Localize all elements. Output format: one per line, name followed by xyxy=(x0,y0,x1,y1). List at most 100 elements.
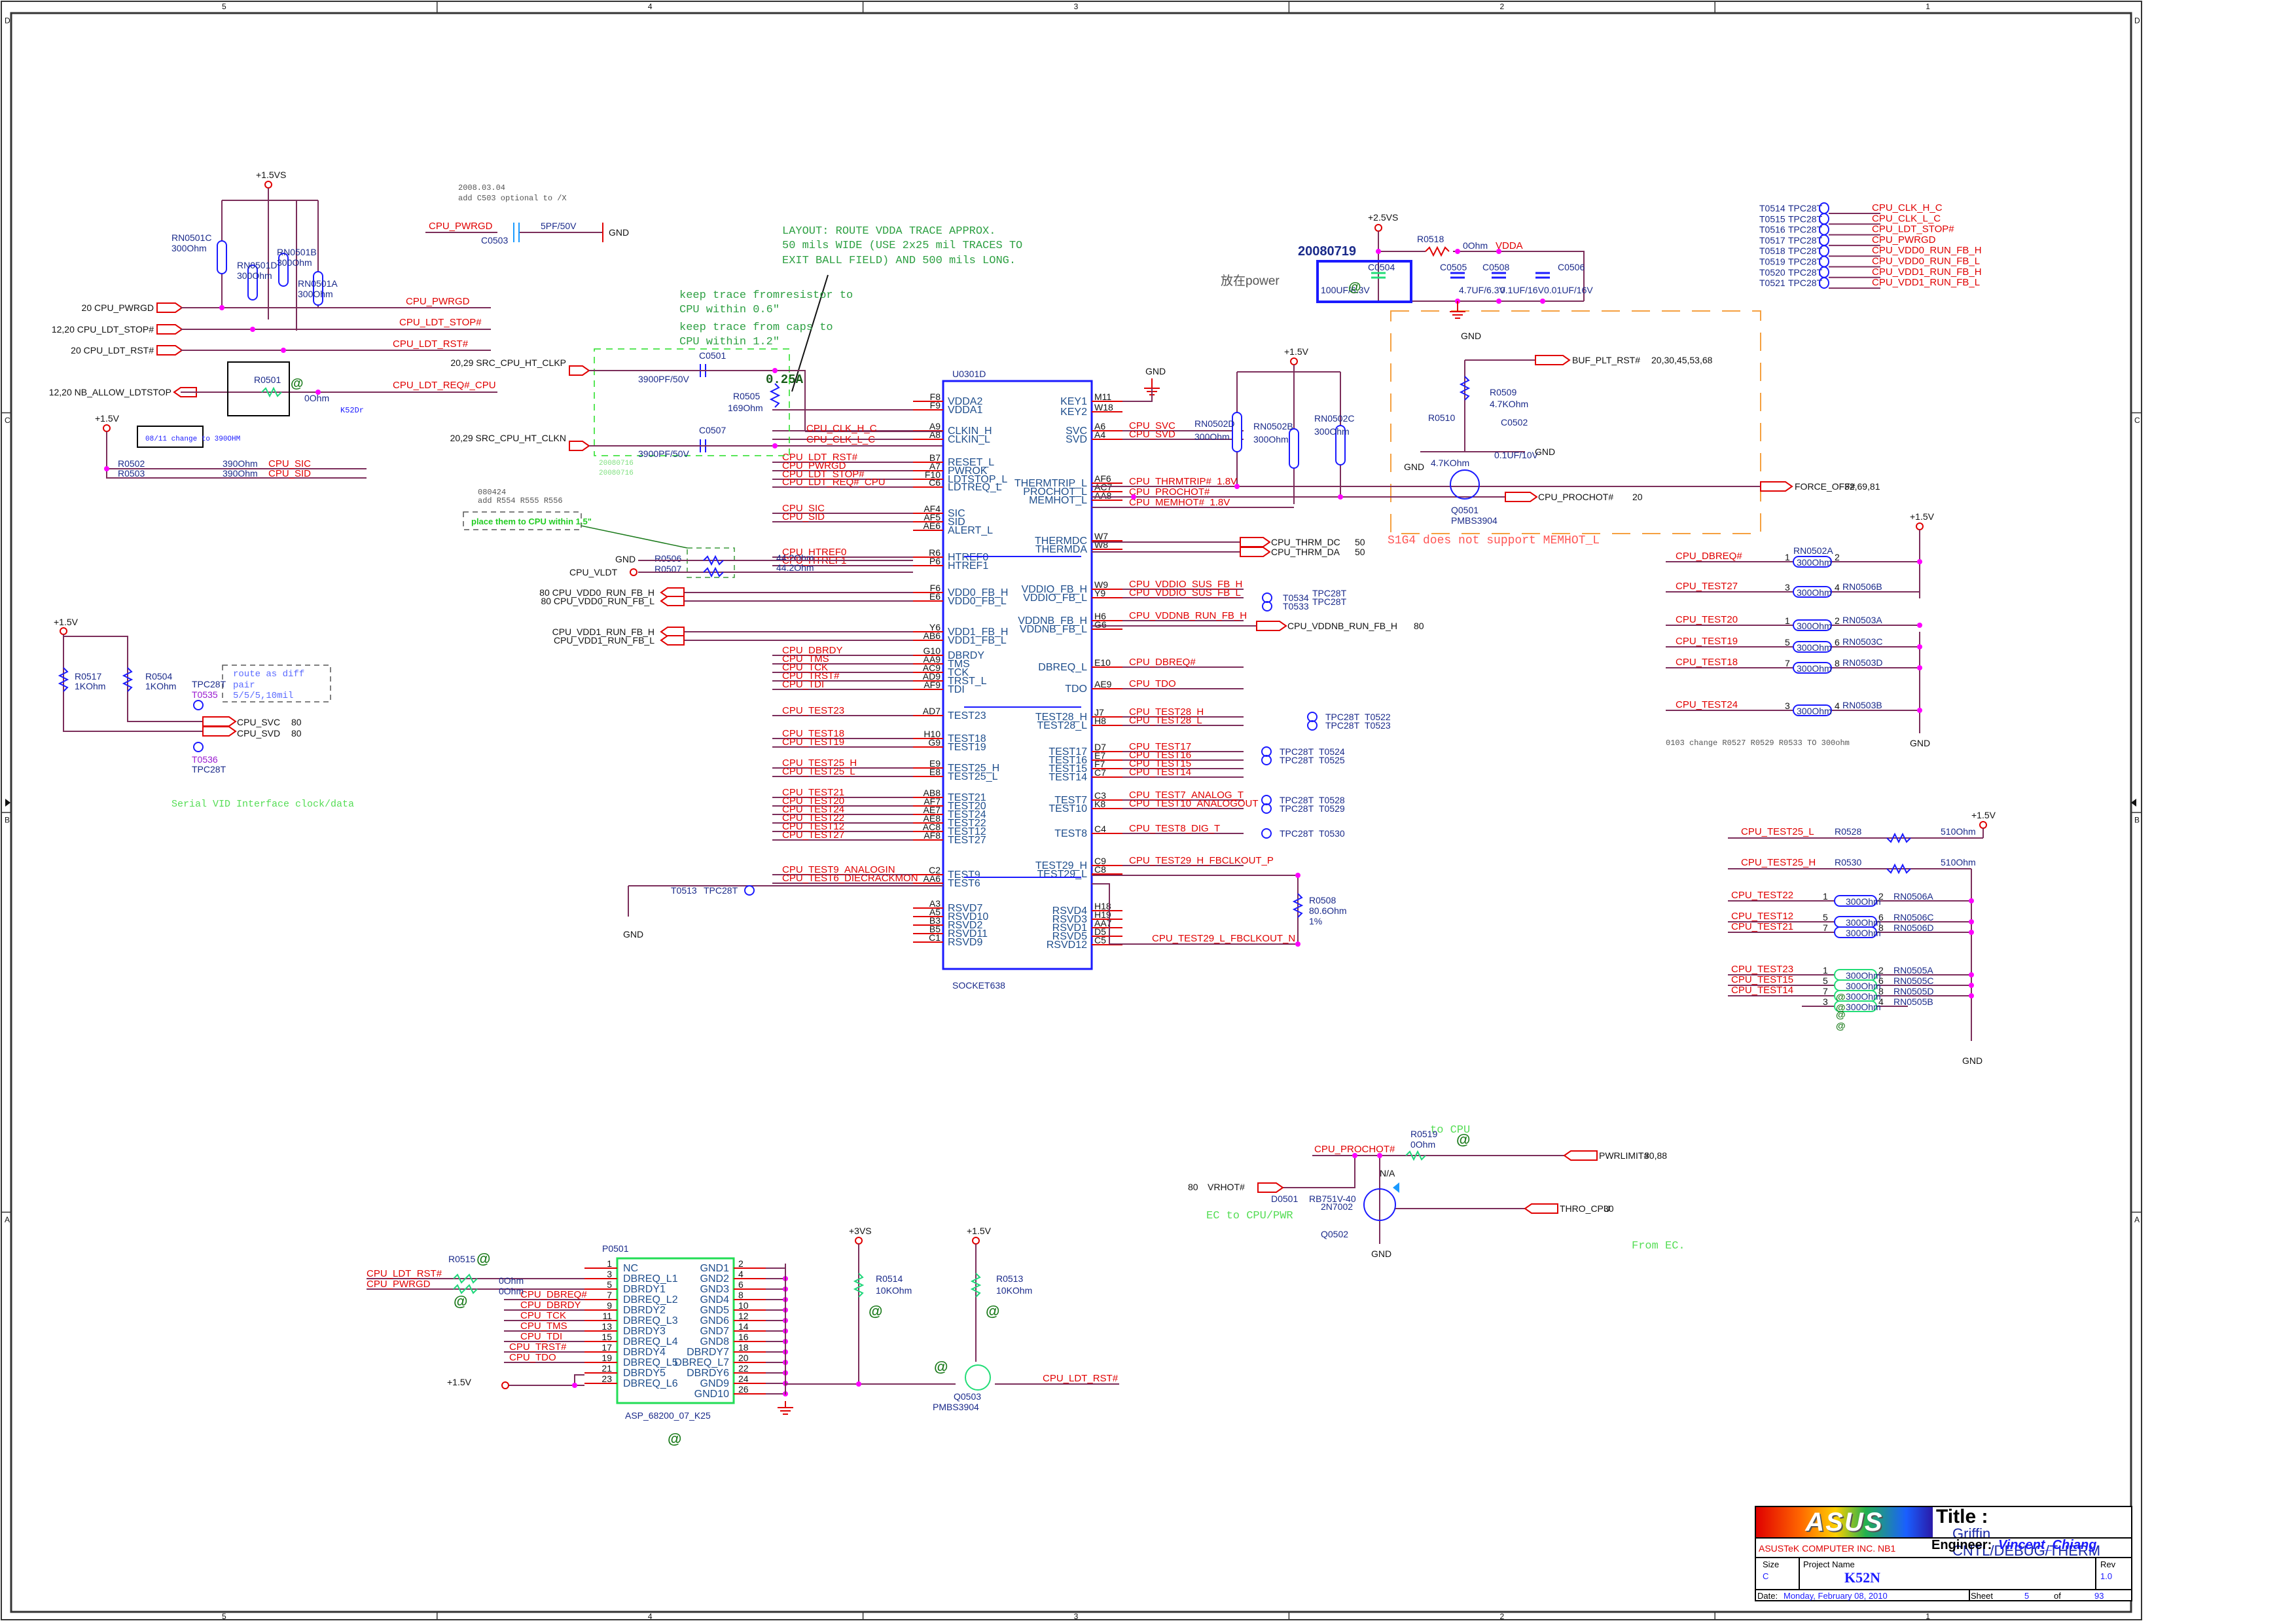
testpoint-ref: T0514 xyxy=(1759,203,1785,213)
cpu-ball-label: A3 xyxy=(929,898,941,909)
junction-dot xyxy=(1352,1153,1357,1158)
place-note-box xyxy=(463,511,582,530)
resistor-network-icon xyxy=(1834,1000,1877,1012)
net-label: CPU_LDT_STOP# xyxy=(1872,224,1954,235)
offpage-connector-icon xyxy=(156,324,183,335)
net-label: CPU_THRMTRIP#_1.8V xyxy=(1129,476,1237,487)
net-wire xyxy=(1122,388,1153,402)
cpu-ball-label: D5 xyxy=(1094,926,1106,937)
header-pin-name: DBREQ_L1 xyxy=(623,1273,678,1285)
resistor-value: 510Ohm xyxy=(1941,857,1976,867)
cpu-pin-name: TEST27 xyxy=(948,835,986,846)
r0502-value: 390Ohm xyxy=(223,458,258,469)
offpage-connector-icon xyxy=(1257,1182,1284,1193)
power-rail-icon xyxy=(630,568,637,576)
zone-row-label: A xyxy=(5,1215,10,1224)
divider xyxy=(1799,1558,1800,1590)
cpu-pin-name: RSVD4 xyxy=(1052,905,1087,917)
power-placement-note: 放在power xyxy=(1221,274,1280,288)
resistor-value: 510Ohm xyxy=(1941,826,1976,837)
cpu-ball-label: AA6 xyxy=(924,873,941,884)
cpu-ball-label: AB6 xyxy=(924,630,941,641)
resistor-icon xyxy=(1459,376,1471,401)
zone-column-label: 2 xyxy=(1499,1612,1504,1621)
at-mark: @ xyxy=(291,376,304,391)
cpu-ball-label: B3 xyxy=(929,915,941,926)
resistor-icon xyxy=(1425,246,1450,257)
junction-dot xyxy=(1969,930,1974,935)
net-label: CPU_TRST# xyxy=(509,1341,567,1353)
cap-value: 0.01UF/16V xyxy=(1544,285,1593,295)
therm-port-net: CPU_THRM_DC xyxy=(1271,537,1340,547)
cpu-pin-name: TDI xyxy=(948,684,965,695)
r0501-value: 0Ohm xyxy=(304,393,329,403)
power-rail-icon xyxy=(501,1381,509,1389)
cpu-pin-name: HTREF0 xyxy=(948,552,988,563)
testpoint-ref: T0529 xyxy=(1319,803,1345,814)
cpu-ball-label: G9 xyxy=(928,737,941,748)
rn-value: 300Ohm xyxy=(171,243,207,253)
r0504-ref: R0504 xyxy=(145,671,172,682)
resistor-network-icon xyxy=(278,253,289,287)
net-label: CPU_SID xyxy=(268,468,311,479)
htref-fb-section: GND CPU_VLDT R0506 R0507 44.2Ohm 44.2Ohm… xyxy=(539,525,913,646)
cap-ref: C0508 xyxy=(1482,262,1509,272)
therm-port-ref: 50 xyxy=(1355,537,1365,547)
zone-column-label: 4 xyxy=(648,1612,653,1621)
zone-row-label: B xyxy=(5,815,10,824)
k52dr-label: K52Dr xyxy=(340,406,364,415)
at-mark: @ xyxy=(1836,1010,1846,1021)
cpu-ball-label: Y6 xyxy=(929,622,941,632)
cpu-pin-name: TEST10 xyxy=(1049,803,1087,814)
memhot-transistor-block: BUF_PLT_RST# 20,30,45,53,68 R0509 4.7KOh… xyxy=(1404,355,1880,526)
port-label: 20 CPU_LDT_RST# xyxy=(71,345,154,356)
cpu-body xyxy=(942,380,1093,970)
rail-label: +1.5V xyxy=(95,413,120,424)
rn-value: 300Ohm xyxy=(1797,642,1832,653)
t0513-ref: T0513 xyxy=(671,885,697,896)
cpu-pin-name: TCK xyxy=(948,667,969,678)
rn-ref: RN0502B xyxy=(1253,421,1293,431)
net-label: CPU_SIC xyxy=(782,503,825,514)
center-arrow-icon xyxy=(5,799,10,807)
vdda-filter-section: +2.5VS R0518 0Ohm VDDA C0504100UF/6.3VC0… xyxy=(1316,212,1593,341)
gnd-label: GND xyxy=(1461,331,1481,341)
net-label: CPU_TDI xyxy=(520,1331,562,1342)
testpoint-icon xyxy=(193,700,204,710)
r0503-ref: R0503 xyxy=(118,468,145,479)
resistor-icon xyxy=(769,383,781,408)
cpu-part: SOCKET638 xyxy=(952,980,1005,991)
rail-label: +1.5V xyxy=(967,1226,992,1236)
at-mark: @ xyxy=(1836,1002,1846,1013)
date-20080719: 20080719 xyxy=(1298,244,1356,259)
resistor-network-icon xyxy=(1793,662,1832,674)
power-rail-icon xyxy=(1290,357,1298,365)
resistor-network-icon xyxy=(1834,895,1877,907)
cpu-ball-label: F7 xyxy=(1094,759,1105,769)
logo-text: ASUS xyxy=(1805,1507,1884,1537)
r0503-value: 390Ohm xyxy=(223,468,258,479)
rn-ref: RN0502C xyxy=(1314,413,1354,424)
r0513-ref: R0513 xyxy=(996,1273,1023,1284)
divider xyxy=(2095,1558,2096,1590)
cpu-ball-label: AC9 xyxy=(923,663,941,673)
net-label: CPU_SIC xyxy=(268,458,311,469)
gnd-label: GND xyxy=(1145,366,1166,376)
cpu-ball-label: J7 xyxy=(1094,707,1104,718)
npn-transistor-icon xyxy=(1450,469,1480,500)
rn-ref: RN0502A xyxy=(1793,545,1833,556)
junction-dot xyxy=(315,390,321,395)
junction-dot xyxy=(104,466,109,471)
date-value: Monday, February 08, 2010 xyxy=(1784,1591,1888,1601)
pin-number: 3 xyxy=(1823,996,1828,1007)
rn-ref: RN0503B xyxy=(1842,700,1882,710)
header-pin-number: 20 xyxy=(738,1353,749,1363)
resistor-icon xyxy=(1405,1150,1426,1161)
cpu-pin-name: SVC xyxy=(1066,426,1087,437)
r0509-value: 4.7KOhm xyxy=(1490,399,1528,409)
offpage-connector-icon xyxy=(1240,537,1271,547)
d0501-part: RB751V-40 xyxy=(1309,1194,1356,1204)
testpoint-part: TPC28T xyxy=(1788,235,1823,246)
